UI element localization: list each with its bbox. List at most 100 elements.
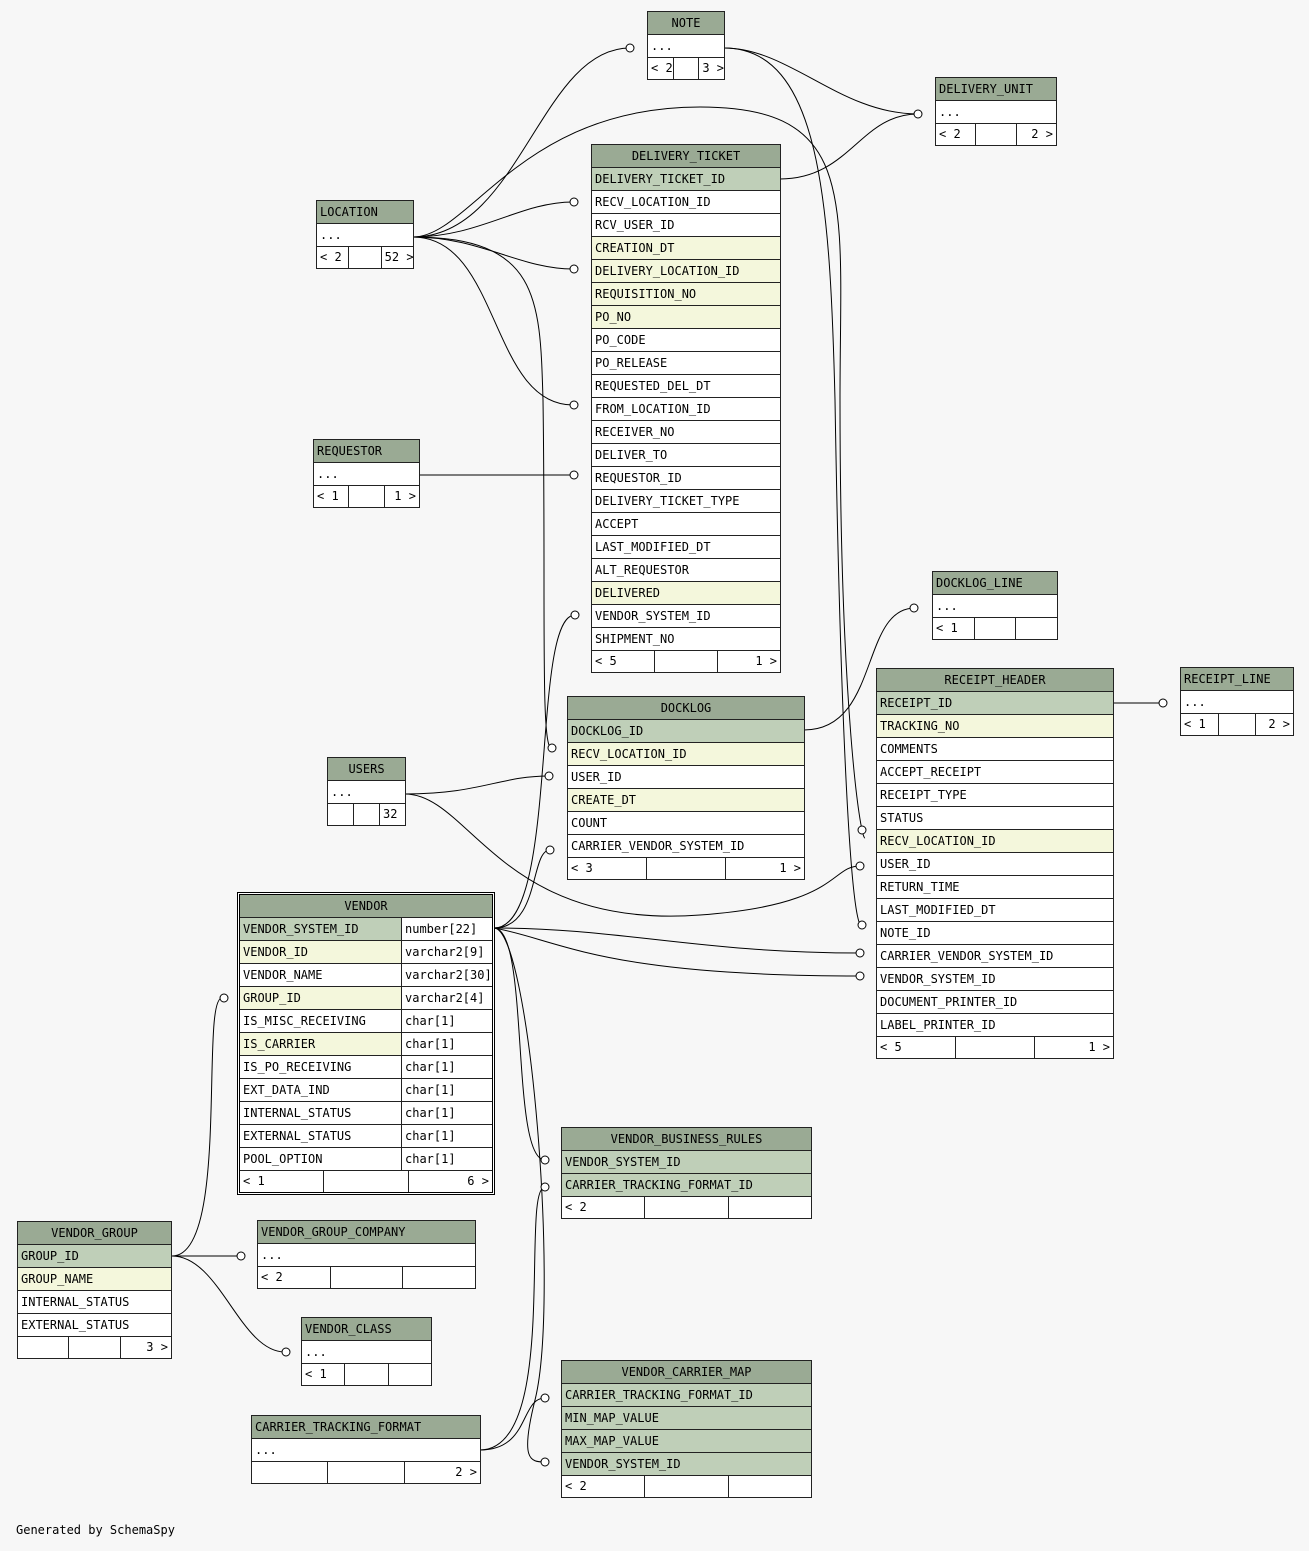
table-ellipsis: ... <box>261 1248 283 1262</box>
table-docklog[interactable]: DOCKLOG DOCKLOG_ID RECV_LOCATION_ID USER… <box>567 696 805 880</box>
column-name: REQUISITION_NO <box>595 287 697 301</box>
column-name: CREATION_DT <box>595 241 675 255</box>
table-carrier-tracking-format[interactable]: CARRIER_TRACKING_FORMAT ... 2 > <box>251 1415 481 1484</box>
column-name: DELIVERY_LOCATION_ID <box>595 264 740 278</box>
table-title: USERS <box>328 758 405 781</box>
column-name: DOCUMENT_PRINTER_ID <box>880 995 1018 1009</box>
column-name: DOCKLOG_ID <box>571 724 644 738</box>
table-footer: < 2 <box>562 1197 811 1218</box>
edge-vendor-dt <box>493 614 576 929</box>
edge-ctf-vbr <box>479 1186 546 1451</box>
edge-vg-vc <box>171 1255 286 1353</box>
column-type: number[22] <box>401 918 492 940</box>
table-title: RECEIPT_HEADER <box>877 669 1113 692</box>
column-name: DELIVER_TO <box>595 448 668 462</box>
column-name: POOL_OPTION <box>243 1152 323 1166</box>
column-name: COMMENTS <box>880 742 938 756</box>
column-name: USER_ID <box>880 857 931 871</box>
column-name: LAST_MODIFIED_DT <box>595 540 711 554</box>
table-footer: 2 > <box>252 1462 480 1483</box>
column-name: GROUP_ID <box>21 1249 79 1263</box>
column-type: char[1] <box>401 1102 492 1124</box>
edge-note-rh <box>723 47 863 927</box>
table-footer: 3 > <box>18 1337 171 1358</box>
table-ellipsis: ... <box>939 105 961 119</box>
column-type: char[1] <box>401 1079 492 1101</box>
table-vendor-carrier-map[interactable]: VENDOR_CARRIER_MAP CARRIER_TRACKING_FORM… <box>561 1360 812 1498</box>
table-docklog-line[interactable]: DOCKLOG_LINE ... < 1 <box>932 571 1058 640</box>
table-title: VENDOR_GROUP_COMPANY <box>258 1221 475 1244</box>
column-name: DELIVERED <box>595 586 661 600</box>
edge-vg-vendor <box>171 997 223 1257</box>
column-name: RCV_USER_ID <box>595 218 675 232</box>
edge-ctf-vcm <box>479 1397 546 1451</box>
table-ellipsis: ... <box>320 228 342 242</box>
column-name: COUNT <box>571 816 608 830</box>
column-name: IS_MISC_RECEIVING <box>243 1014 366 1028</box>
table-vendor-business-rules[interactable]: VENDOR_BUSINESS_RULES VENDOR_SYSTEM_ID C… <box>561 1127 812 1219</box>
column-name: RECEIVER_NO <box>595 425 675 439</box>
table-delivery-ticket[interactable]: DELIVERY_TICKET DELIVERY_TICKET_ID RECV_… <box>591 144 781 673</box>
column-name: SHIPMENT_NO <box>595 632 675 646</box>
column-name: VENDOR_NAME <box>243 968 323 982</box>
column-name: RECV_LOCATION_ID <box>571 747 687 761</box>
edge-vendor-rh-carrier <box>493 927 861 954</box>
column-type: char[1] <box>401 1033 492 1055</box>
table-ellipsis: ... <box>331 785 353 799</box>
column-name: CARRIER_TRACKING_FORMAT_ID <box>565 1178 753 1192</box>
generated-by-label: Generated by SchemaSpy <box>16 1523 175 1537</box>
column-name: RECEIPT_TYPE <box>880 788 967 802</box>
column-type: varchar2[4] <box>401 987 492 1009</box>
table-footer: < 1 <box>302 1364 431 1385</box>
edge-location-dt-from <box>412 236 574 406</box>
column-type: char[1] <box>401 1125 492 1147</box>
table-receipt-header[interactable]: RECEIPT_HEADER RECEIPT_ID TRACKING_NO CO… <box>876 668 1114 1059</box>
table-ellipsis: ... <box>255 1443 277 1457</box>
table-users[interactable]: USERS ... 32 > <box>327 757 406 826</box>
table-title: CARRIER_TRACKING_FORMAT <box>252 1416 480 1439</box>
column-name: REQUESTOR_ID <box>595 471 682 485</box>
column-name: ALT_REQUESTOR <box>595 563 689 577</box>
column-name: VENDOR_SYSTEM_ID <box>595 609 711 623</box>
edge-dt-du <box>779 113 919 180</box>
table-vendor-group-company[interactable]: VENDOR_GROUP_COMPANY ... < 2 <box>257 1220 476 1289</box>
column-name: PO_RELEASE <box>595 356 668 370</box>
column-name: EXTERNAL_STATUS <box>21 1318 130 1332</box>
table-vendor-class[interactable]: VENDOR_CLASS ... < 1 <box>301 1317 432 1386</box>
column-name: INTERNAL_STATUS <box>243 1106 352 1120</box>
table-title: VENDOR_CARRIER_MAP <box>562 1361 811 1384</box>
table-vendor-group[interactable]: VENDOR_GROUP GROUP_ID GROUP_NAME INTERNA… <box>17 1221 172 1359</box>
column-name: RECV_LOCATION_ID <box>595 195 711 209</box>
column-name: TRACKING_NO <box>880 719 960 733</box>
table-title: RECEIPT_LINE <box>1181 668 1293 691</box>
column-name: GROUP_ID <box>243 991 301 1005</box>
table-title: LOCATION <box>317 201 413 224</box>
column-name: RETURN_TIME <box>880 880 960 894</box>
column-name: PO_CODE <box>595 333 646 347</box>
edge-vendor-rh-vendor <box>493 927 861 977</box>
edge-vendor-docklog <box>493 849 551 929</box>
table-title: DOCKLOG_LINE <box>933 572 1057 595</box>
column-name: EXT_DATA_IND <box>243 1083 330 1097</box>
table-title: VENDOR <box>240 895 492 918</box>
column-type: char[1] <box>401 1056 492 1078</box>
edge-location-du <box>412 106 866 839</box>
column-name: VENDOR_ID <box>243 945 309 959</box>
table-footer: < 1 <box>933 618 1057 639</box>
column-name: DELIVERY_TICKET_TYPE <box>595 494 740 508</box>
column-name: ACCEPT <box>595 517 639 531</box>
table-footer: < 2 <box>258 1267 475 1288</box>
